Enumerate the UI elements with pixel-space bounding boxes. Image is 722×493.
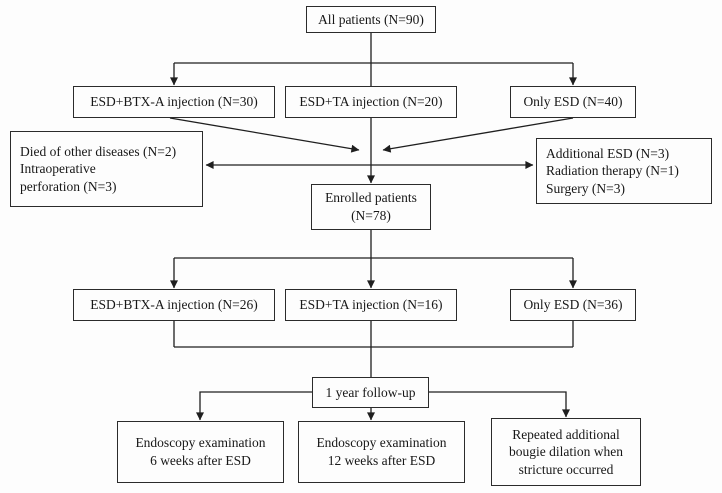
node-outcome-endoscopy-12w: Endoscopy examination 12 weeks after ESD [298,421,465,483]
node-followup: 1 year follow-up [312,377,429,408]
node-all-patients: All patients (N=90) [306,6,436,33]
node-outcome-endoscopy-6w: Endoscopy examination 6 weeks after ESD [117,421,284,483]
node-esd-btxa-30: ESD+BTX-A injection (N=30) [73,86,275,118]
node-enrolled-patients: Enrolled patients (N=78) [311,184,431,230]
arrow-to-outcome1 [196,391,312,421]
node-esd-ta-20: ESD+TA injection (N=20) [285,86,457,118]
arrow-diag-right [382,117,574,153]
node-excluded-additional-treatment: Additional ESD (N=3) Radiation therapy (… [536,138,712,204]
node-only-esd-40: Only ESD (N=40) [510,86,636,118]
node-esd-ta-16: ESD+TA injection (N=16) [285,289,457,321]
node-only-esd-36: Only ESD (N=36) [510,289,636,321]
arrow-to-outcome3 [429,391,570,418]
node-outcome-bougie-dilation: Repeated additional bougie dilation when… [491,418,641,486]
node-esd-btxa-26: ESD+BTX-A injection (N=26) [73,289,275,321]
node-excluded-died-perforation: Died of other diseases (N=2) Intraoperat… [10,131,203,207]
arrow-diag-left [169,117,360,153]
